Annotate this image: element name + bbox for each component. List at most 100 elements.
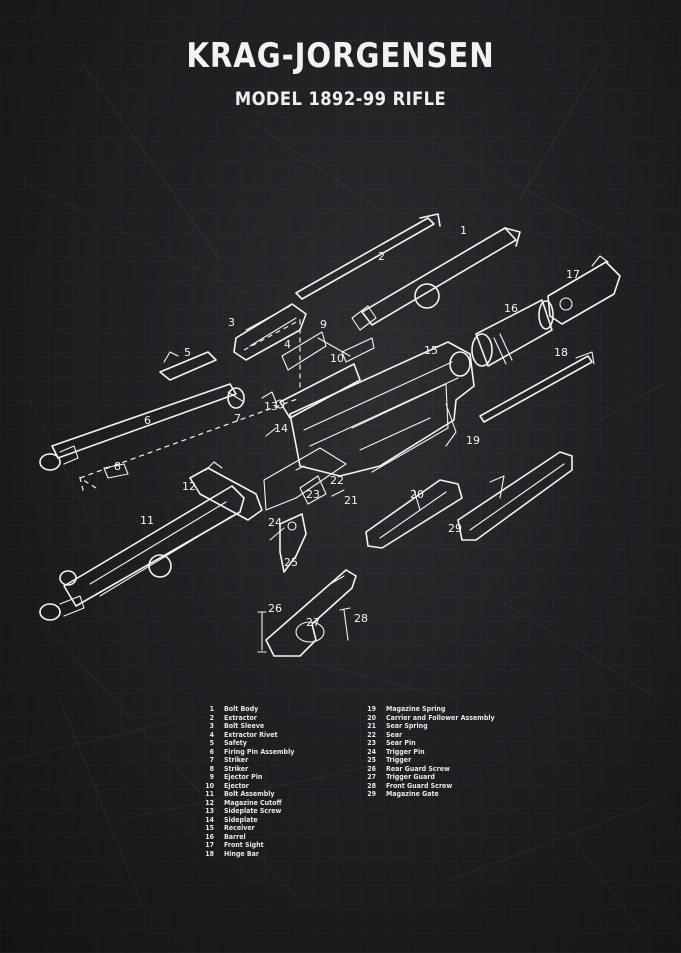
callout-11: 11 — [140, 514, 154, 527]
legend-number: 2 — [209, 713, 214, 722]
legend-item: 17 Front Sight — [192, 841, 294, 850]
assembly-guide-line — [243, 318, 301, 390]
legend-part-name: Magazine Cutoff — [224, 798, 282, 807]
legend-part-name: Striker — [224, 764, 249, 773]
legend-part-name: Barrel — [224, 832, 246, 841]
part-magazine-spring — [445, 403, 457, 447]
legend-number: 15 — [205, 824, 214, 832]
legend-number: 11 — [205, 790, 214, 798]
legend-part-name: Hinge Bar — [224, 849, 260, 858]
legend-number: 17 — [205, 841, 214, 849]
legend-item: 10 Ejector — [192, 782, 294, 791]
legend-number: 26 — [367, 764, 376, 773]
part-bolt-assembly — [39, 485, 245, 621]
poster-title: KRAG-JORGENSEN — [186, 36, 495, 76]
poster-subtitle: MODEL 1892-99 RIFLE — [234, 88, 447, 110]
legend-part-name: Magazine Gate — [386, 790, 439, 798]
callout-25: 25 — [284, 556, 298, 569]
callout-19: 19 — [466, 434, 480, 447]
legend-part-name: Rear Guard Screw — [386, 764, 450, 773]
legend-item: 21 Sear Spring — [354, 722, 495, 731]
legend-part-name: Front Guard Screw — [386, 781, 453, 790]
callout-28: 28 — [354, 612, 368, 625]
legend-part-name: Trigger Pin — [386, 747, 425, 756]
legend-number: 3 — [209, 722, 214, 730]
legend-part-name: Sear Spring — [386, 722, 428, 730]
legend-number: 10 — [205, 781, 214, 790]
part-ejector — [317, 337, 375, 363]
part-extractor — [295, 213, 441, 300]
legend-number: 8 — [209, 764, 214, 773]
legend-item: 11 Bolt Assembly — [192, 790, 294, 799]
callout-17: 17 — [566, 268, 580, 281]
callout-15: 15 — [424, 344, 438, 357]
legend-item: 28 Front Guard Screw — [354, 782, 495, 791]
part-striker-small — [103, 463, 129, 479]
callout-labels: 1 2 3 4 5 6 7 8 9 10 11 12 13 14 15 16 1… — [114, 224, 580, 629]
callout-7: 7 — [234, 412, 241, 425]
part-firing-pin — [39, 383, 237, 471]
legend-item: 18 Hinge Bar — [192, 850, 294, 859]
callout-29: 29 — [448, 522, 462, 535]
callout-13: 13 — [264, 400, 278, 413]
part-sear-assembly — [295, 465, 345, 505]
legend-part-name: Bolt Body — [224, 705, 259, 713]
legend-part-name: Bolt Assembly — [224, 790, 275, 798]
callout-12: 12 — [182, 480, 196, 493]
part-trigger-guard — [265, 569, 357, 657]
legend-part-name: Firing Pin Assembly — [224, 747, 295, 756]
callout-10: 10 — [330, 352, 344, 365]
part-receiver — [263, 341, 475, 511]
legend-item: 24 Trigger Pin — [354, 748, 495, 757]
legend-number: 18 — [205, 849, 214, 858]
callout-24: 24 — [268, 516, 282, 529]
legend-number: 19 — [367, 705, 376, 713]
callout-26: 26 — [268, 602, 282, 615]
legend-part-name: Front Sight — [224, 841, 264, 849]
legend-part-name: Sear Pin — [386, 739, 416, 747]
callout-4: 4 — [284, 338, 291, 351]
legend-number: 4 — [209, 730, 214, 739]
legend-item: 1 Bolt Body — [192, 705, 294, 714]
callout-27: 27 — [306, 616, 320, 629]
callout-14: 14 — [274, 422, 288, 435]
assembly-guide-line — [79, 397, 301, 479]
legend-part-name: Striker — [224, 756, 249, 764]
callout-3: 3 — [228, 316, 235, 329]
assembly-guide-line — [79, 476, 97, 495]
callout-16: 16 — [504, 302, 518, 315]
part-trigger — [269, 513, 307, 573]
part-bolt-sleeve — [233, 303, 327, 371]
legend-part-name: Sideplate Screw — [224, 807, 282, 815]
callout-8: 8 — [114, 460, 121, 473]
legend-number: 24 — [367, 747, 376, 756]
callout-21: 21 — [344, 494, 358, 507]
legend-number: 28 — [367, 781, 376, 790]
legend-part-name: Carrier and Follower Assembly — [386, 713, 495, 722]
legend-item: 3 Bolt Sleeve — [192, 722, 294, 731]
legend-number: 21 — [367, 722, 376, 730]
legend-part-name: Bolt Sleeve — [224, 722, 265, 730]
legend-part-name: Ejector — [224, 781, 249, 790]
legend-number: 16 — [205, 832, 214, 841]
legend-number: 22 — [367, 730, 376, 739]
legend-number: 1 — [209, 705, 214, 713]
legend-number: 23 — [367, 739, 376, 747]
legend-part-name: Sideplate — [224, 815, 258, 824]
part-front-guard-screw — [339, 607, 351, 641]
part-barrel — [471, 299, 554, 367]
